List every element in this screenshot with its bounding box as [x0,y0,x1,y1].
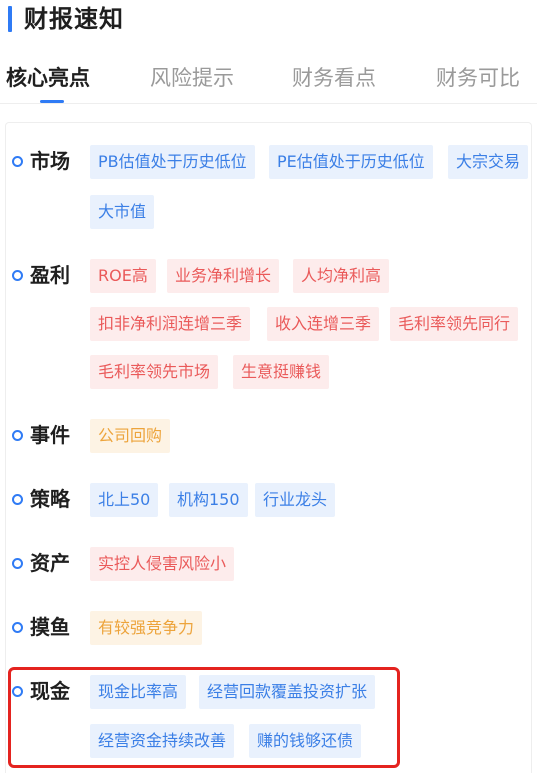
page-title: 财报速知 [24,5,124,33]
tag-item[interactable]: 行业龙头 [255,483,336,517]
highlight-annotation-box [8,667,400,768]
category-label: 现金 [30,679,70,703]
tag-item[interactable]: 人均净利高 [293,259,390,293]
header-accent-bar [8,6,12,32]
category-bullet-icon [12,558,23,569]
category-label: 资产 [30,551,70,575]
tab-bar: 核心亮点 风险提示 财务看点 财务可比 [0,58,537,104]
tag-item[interactable]: PE估值处于历史低位 [269,145,433,179]
tag-item[interactable]: 北上50 [90,483,159,517]
tag-item[interactable]: 经营资金持续改善 [90,724,235,758]
tag-item[interactable]: 有较强竞争力 [90,611,203,645]
highlights-panel: 市场 PB估值处于历史低位 PE估值处于历史低位 大宗交易 大市值 盈利 ROE… [5,122,532,773]
category-label: 市场 [30,149,70,173]
tag-item[interactable]: 生意挺赚钱 [233,355,330,389]
tag-item[interactable]: 现金比率高 [90,675,187,709]
tab-core-highlights[interactable]: 核心亮点 [6,66,90,90]
category-bullet-icon [12,270,23,281]
tab-risk-alerts[interactable]: 风险提示 [150,66,234,90]
category-bullet-icon [12,494,23,505]
tab-financial-comparison[interactable]: 财务可比 [436,66,520,90]
category-bullet-icon [12,686,23,697]
tag-item[interactable]: 公司回购 [90,419,171,453]
tag-item[interactable]: ROE高 [90,259,156,293]
section-header: 财报速知 [0,0,537,40]
tag-item[interactable]: 经营回款覆盖投资扩张 [199,675,376,709]
tag-item[interactable]: PB估值处于历史低位 [90,145,255,179]
tag-item[interactable]: 机构150 [169,483,248,517]
category-label: 事件 [30,423,70,447]
tag-item[interactable]: 大宗交易 [448,145,529,179]
category-label: 策略 [30,487,70,511]
category-bullet-icon [12,622,23,633]
category-bullet-icon [12,430,23,441]
category-bullet-icon [12,156,23,167]
category-label: 盈利 [30,263,70,287]
category-label: 摸鱼 [30,615,70,639]
tag-item[interactable]: 实控人侵害风险小 [90,547,235,581]
tag-item[interactable]: 赚的钱够还债 [249,724,362,758]
tag-item[interactable]: 大市值 [90,195,155,229]
tag-item[interactable]: 扣非净利润连增三季 [90,307,251,341]
tag-item[interactable]: 毛利率领先同行 [390,307,519,341]
tab-financial-highlights[interactable]: 财务看点 [292,66,376,90]
tag-item[interactable]: 毛利率领先市场 [90,355,219,389]
tag-item[interactable]: 收入连增三季 [267,307,380,341]
active-tab-indicator [40,100,64,103]
tag-item[interactable]: 业务净利增长 [167,259,280,293]
